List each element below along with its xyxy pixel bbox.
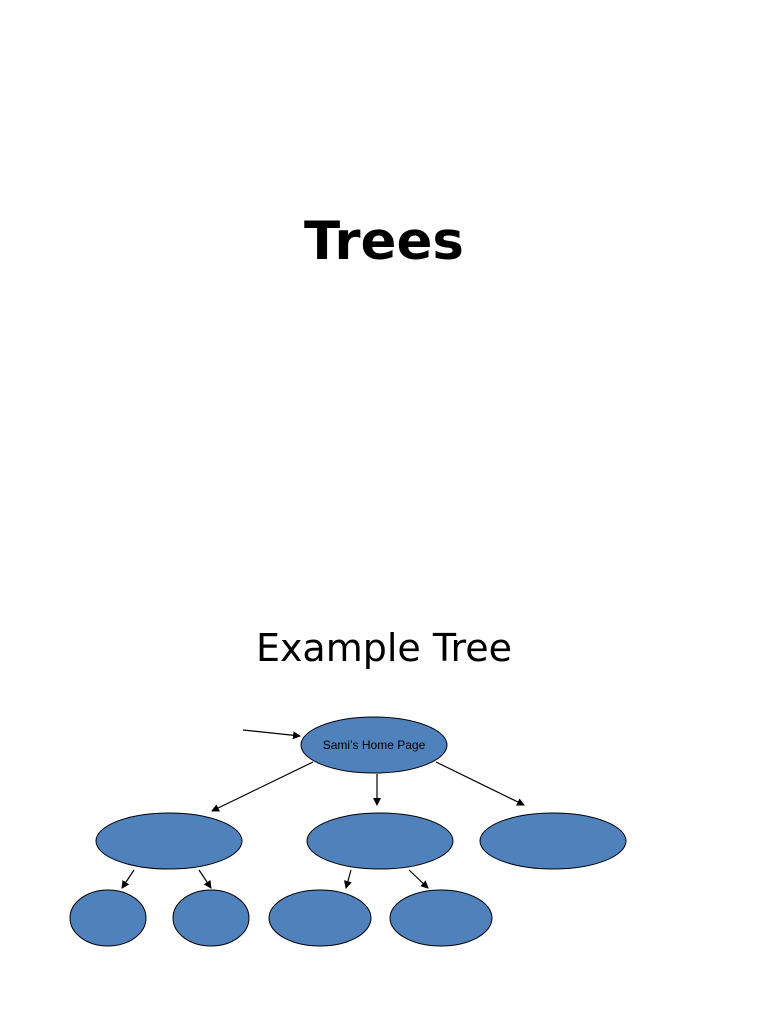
child-node-right: [479, 812, 627, 870]
slide-example-tree: Example Tree Sami’s Home Page: [0, 512, 768, 1024]
edge-middle-to-leaf-4: [408, 869, 429, 889]
leaf-node-1: [69, 889, 147, 947]
edge-middle-to-leaf-3: [344, 869, 352, 889]
root-node-label: Sami’s Home Page: [323, 738, 426, 752]
tree-diagram: Sami’s Home Page: [69, 716, 627, 947]
edge-left-to-leaf-2: [198, 869, 212, 889]
edge-left-to-leaf-1: [121, 869, 135, 889]
pointer-arrow: [242, 729, 301, 740]
slide-title-trees: Trees: [304, 211, 464, 272]
slide-title-example-tree: Example Tree: [255, 626, 513, 670]
leaf-node-4: [389, 889, 493, 947]
leaf-node-3: [268, 889, 372, 947]
edge-root-to-child-right: [435, 761, 525, 806]
edge-root-to-child-left: [211, 761, 314, 812]
child-node-middle: [306, 812, 454, 870]
leaf-node-2: [172, 889, 250, 947]
child-node-left: [95, 812, 243, 870]
root-node: Sami’s Home Page: [300, 716, 448, 774]
slide-trees: Trees: [304, 211, 464, 272]
